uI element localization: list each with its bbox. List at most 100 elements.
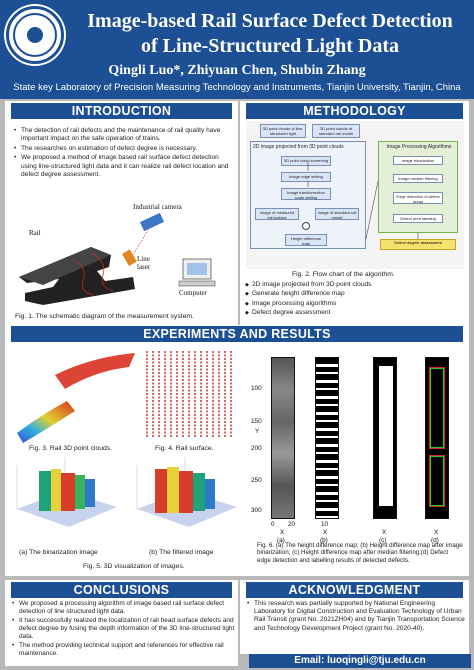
university-seal-logo <box>6 6 64 64</box>
laser-lines <box>72 252 114 296</box>
introduction-panel: INTRODUCTION The detection of rail defec… <box>5 101 238 326</box>
methodology-title: METHODOLOGY <box>246 103 463 119</box>
acknowledgment-panel: ACKNOWLEDGMENT This research was partial… <box>240 580 469 654</box>
fig5-caption: Fig. 5. 3D visualization of images. <box>83 563 185 570</box>
methodology-bullets: 2D image projected from 3D point clouds … <box>244 281 464 319</box>
flow-input-left: 3D point clouds of line-structured light <box>260 124 306 138</box>
measurement-system-diagram: Industrial camera Rail Line laser Comput… <box>19 203 216 305</box>
method-bullet-4: Defect degree assessment <box>244 309 464 318</box>
fig6d-labelled-defects <box>425 357 449 519</box>
experiments-title: EXPERIMENTS AND RESULTS <box>11 326 463 342</box>
fig6c-median-filtered-map <box>373 357 397 519</box>
methodology-panel: METHODOLOGY 3D point clouds of line-stru… <box>240 101 469 326</box>
flow-step-left-2: Image edge setting <box>281 172 331 182</box>
laser-icon <box>122 249 137 267</box>
fig6a-x-label: X <box>280 529 285 536</box>
conclusion-bullet-2: It has successfully realized the localiz… <box>11 617 235 641</box>
fig5a-binarization-3d <box>16 457 117 527</box>
intro-bullet-1: The detection of rail defects and the ma… <box>13 127 231 144</box>
fig6c-sub-label: (c) <box>379 537 387 544</box>
introduction-title: INTRODUCTION <box>11 103 232 119</box>
flow-minus-node <box>302 222 310 230</box>
fig6-y-tick-100: 100 <box>251 385 262 392</box>
flow-step-right-2: Image median filtering <box>393 174 443 183</box>
flow-group-right: Image Processing Algorithms Image binari… <box>378 141 458 233</box>
label-line-laser-1: Line <box>137 255 150 263</box>
flow-image-rail: Image of measured rail surface <box>255 208 299 220</box>
seal-ring <box>13 13 57 57</box>
fig6d-sub-label: (d) <box>431 537 439 544</box>
flow-step-left-1: 3D point cloud screening <box>281 156 331 166</box>
fig4-caption: Fig. 4. Rail surface. <box>155 445 214 452</box>
fig6-caption: Fig. 6. (a) The height difference map; (… <box>257 542 463 564</box>
flow-step-right-1: Image binarization <box>393 156 443 165</box>
intro-bullet-3: We proposed a method of image based rail… <box>13 154 231 179</box>
fig6a-sub-label: (a) <box>277 537 285 544</box>
affiliation: State key Laboratory of Precision Measur… <box>13 82 461 93</box>
flow-image-std: Image of standard rail model <box>315 208 359 220</box>
fig6a-x-tick-20: 20 <box>288 521 296 528</box>
fig6d-defect-outline-1 <box>429 367 445 449</box>
flow-group-right-title: Image Processing Algorithms <box>386 144 452 150</box>
rail-shape <box>19 247 135 305</box>
fig6-y-label: Y <box>255 428 260 435</box>
acknowledgment-bullets: This research was partially supported by… <box>246 600 466 634</box>
flow-step-right-4: Defect area labeling <box>393 214 443 223</box>
intro-bullet-2: The researches on estimation of defect d… <box>13 145 231 154</box>
fig6c-x-label: X <box>382 529 387 536</box>
poster-header: Image-based Rail Surface Defect Detectio… <box>0 0 474 99</box>
fig6a-x-tick-0: 0 <box>271 521 275 528</box>
flow-input-right: 3D point clouds of standard rail model <box>312 124 360 138</box>
fig6b-x-tick-10: 10 <box>321 521 329 528</box>
computer-icon <box>178 258 216 287</box>
fig3-caption: Fig. 3. Rail 3D point clouds. <box>29 445 113 452</box>
fig5b-filtered-3d <box>136 457 237 527</box>
introduction-bullets: The detection of rail defects and the ma… <box>13 127 231 180</box>
label-computer: Computer <box>179 289 208 297</box>
fig5a-label: (a) The binarization image <box>19 549 98 556</box>
conclusion-bullet-3: The method providing technical support a… <box>11 642 235 658</box>
ack-bullet-1: This research was partially supported by… <box>246 600 466 633</box>
contact-email[interactable]: Email: luoqingli@tju.edu.cn <box>249 654 471 668</box>
flow-step-right-3: Edge detection of defect areas <box>393 192 443 204</box>
fig1-caption: Fig. 1. The schematic diagram of the mea… <box>15 313 194 320</box>
flow-group-left: 2D image projected from 3D point clouds … <box>250 141 366 249</box>
poster-title-line1: Image-based Rail Surface Defect Detectio… <box>87 10 453 32</box>
acknowledgment-title: ACKNOWLEDGMENT <box>246 582 463 598</box>
label-industrial-camera: Industrial camera <box>133 203 183 211</box>
fig4-rail-surface-plot <box>146 351 232 437</box>
camera-icon <box>139 212 165 232</box>
fig6-y-tick-200: 200 <box>251 445 262 452</box>
fig6b-binarized-map <box>315 357 339 519</box>
method-bullet-3: Image processing algorithms <box>244 300 464 309</box>
label-rail: Rail <box>29 229 41 237</box>
fig3-point-cloud-plot <box>17 353 135 443</box>
flow-height-map: Height difference map <box>285 234 327 246</box>
fig6-y-tick-250: 250 <box>251 477 262 484</box>
poster-title-line2: of Line-Structured Light Data <box>141 35 399 57</box>
fig2-caption: Fig. 2. Flow chart of the algorithm. <box>292 271 395 278</box>
flow-group-left-title: 2D image projected from 3D point clouds <box>253 144 344 150</box>
fig5b-label: (b) The filtered image <box>149 549 214 556</box>
flow-result: Defect degree assessment <box>380 239 456 250</box>
method-bullet-2: Generate height difference map <box>244 290 464 299</box>
fig6d-x-label: X <box>434 529 439 536</box>
experiments-panel: EXPERIMENTS AND RESULTS Fig. 3. Rail 3D … <box>5 325 469 576</box>
method-bullet-1: 2D image projected from 3D point clouds <box>244 281 464 290</box>
fig6-y-tick-300: 300 <box>251 507 262 514</box>
fig6c-white-region <box>379 366 393 506</box>
fig6d-defect-outline-2 <box>429 455 445 507</box>
conclusions-panel: CONCLUSIONS We proposed a processing alg… <box>5 580 238 666</box>
fig6-y-tick-150: 150 <box>251 418 262 425</box>
authors: Qingli Luo*, Zhiyuan Chen, Shubin Zhang <box>108 63 366 78</box>
label-line-laser-2: laser <box>137 263 151 271</box>
conclusion-bullet-1: We proposed a processing algorithm of im… <box>11 600 235 616</box>
fig6b-x-label: X <box>323 529 328 536</box>
conclusions-title: CONCLUSIONS <box>11 582 232 598</box>
flow-step-left-3: Image transformation scale setting <box>281 188 331 200</box>
seal-core <box>27 27 43 43</box>
fig6a-height-difference-map <box>271 357 295 519</box>
flow-arrows <box>307 161 419 240</box>
conclusions-bullets: We proposed a processing algorithm of im… <box>11 600 235 659</box>
flowchart: 3D point clouds of line-structured light… <box>246 121 464 269</box>
